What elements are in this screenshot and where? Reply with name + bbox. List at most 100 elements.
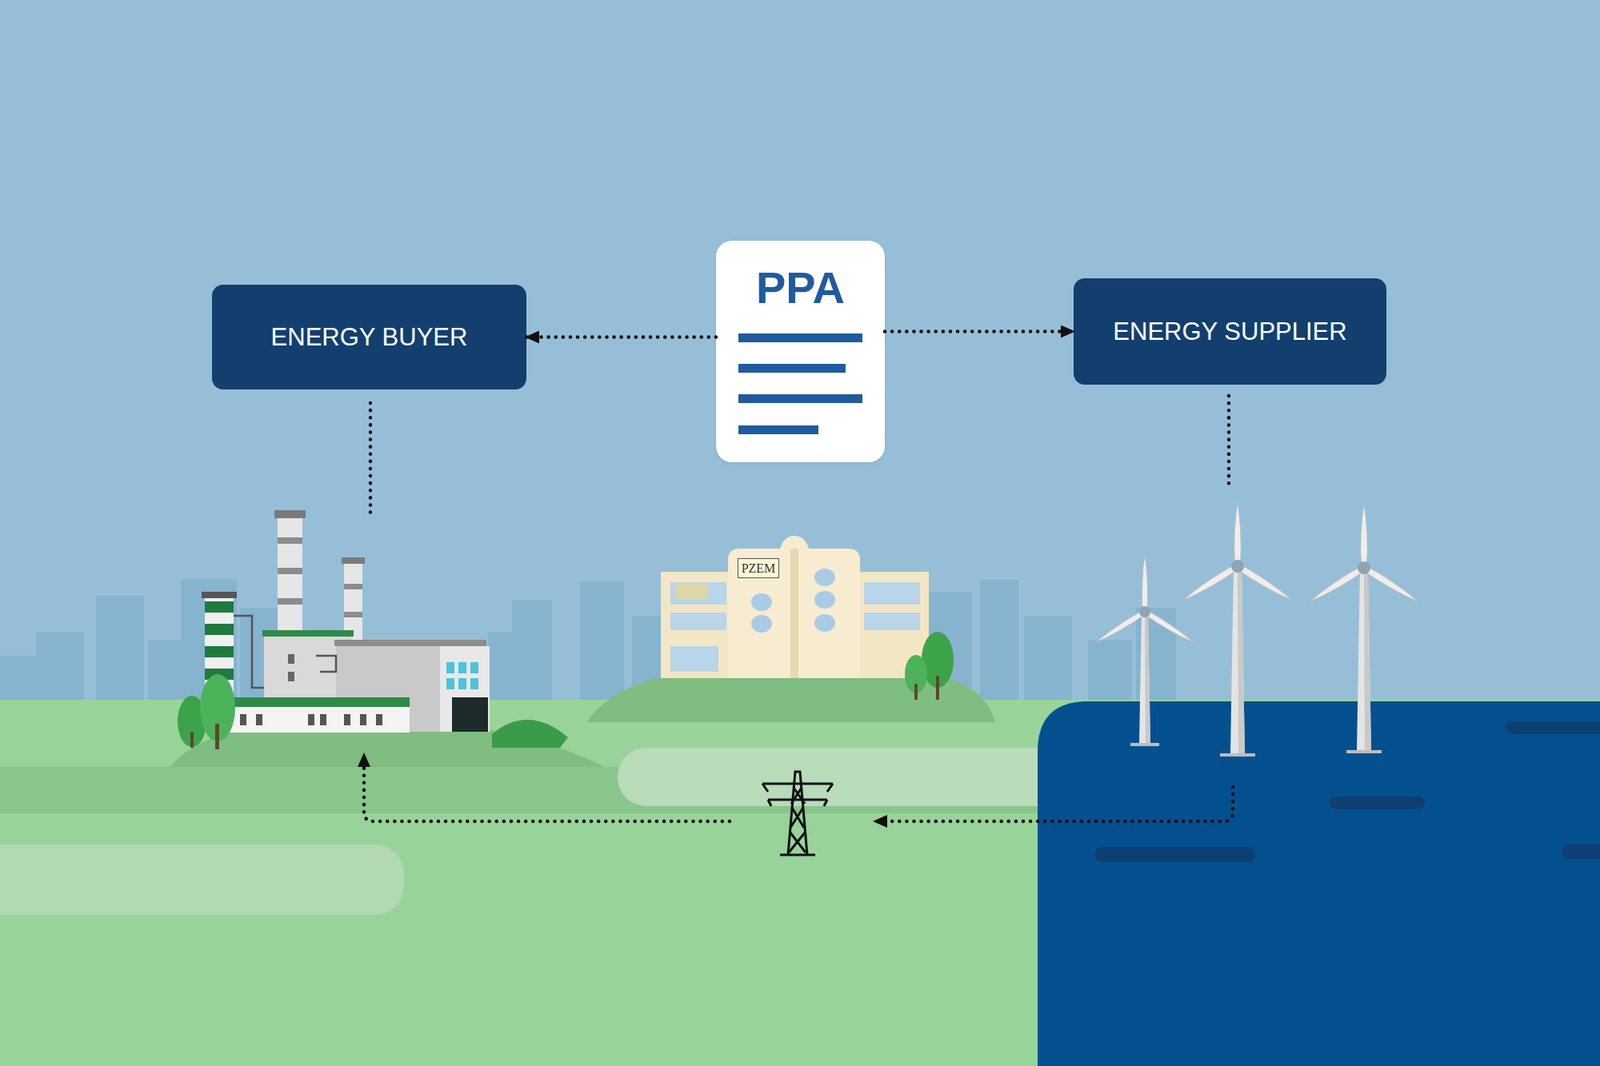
office-building [586, 536, 996, 723]
box-label: ENERGY BUYER [271, 323, 468, 352]
wind-turbines [1181, 563, 1240, 604]
sea [1329, 796, 1425, 810]
wind-turbines [1220, 753, 1256, 757]
supplier-box: ENERGY SUPPLIER [1073, 278, 1387, 385]
box-label: ENERGY SUPPLIER [1112, 317, 1347, 347]
factory [288, 672, 295, 682]
document-line [738, 425, 819, 435]
wind-turbines [1362, 564, 1420, 605]
document-title: PPA [716, 263, 885, 313]
wind-turbines [1094, 554, 1196, 747]
office-building [670, 582, 727, 605]
factory [446, 662, 455, 674]
wind-turbines [1236, 563, 1294, 604]
office-building [790, 548, 799, 679]
sea [1506, 721, 1600, 735]
logo-sign: PZEM [737, 558, 780, 579]
wind-turbines [1130, 743, 1160, 747]
factory [224, 697, 410, 708]
energy-flow [364, 756, 730, 822]
factory [190, 732, 194, 748]
city-skyline [36, 632, 84, 704]
wind-turbines [1234, 502, 1241, 567]
city-skyline [1088, 640, 1132, 704]
factory [277, 510, 303, 639]
document-line [738, 333, 863, 343]
wind-turbines [1356, 568, 1372, 752]
wind-turbines [1144, 612, 1151, 745]
factory [341, 557, 365, 564]
city-skyline [1024, 616, 1072, 704]
factory [492, 720, 568, 748]
city-skyline [96, 596, 144, 704]
factory [262, 630, 354, 637]
office-building [728, 536, 860, 679]
city-skyline [980, 580, 1019, 704]
office-building [670, 612, 727, 631]
energy-flow [364, 756, 1233, 822]
wind-turbines [1236, 563, 1294, 604]
factory [440, 646, 490, 732]
wind-turbines [1237, 566, 1245, 756]
factory [470, 678, 479, 690]
wind-turbines [1308, 564, 1366, 605]
wind-turbines [1230, 566, 1245, 756]
factory [458, 678, 467, 690]
pylon-symbol [788, 788, 806, 853]
factory [288, 654, 295, 664]
factory [277, 598, 303, 605]
factory [274, 510, 306, 519]
wind-turbines [1362, 564, 1420, 605]
energy-flow [876, 787, 1233, 822]
factory [204, 601, 234, 613]
factory [316, 656, 336, 672]
office-building [676, 584, 708, 600]
wind-turbines [1139, 606, 1151, 618]
dotted-arrow [884, 329, 1074, 334]
city-skyline [580, 581, 624, 704]
factory [256, 714, 263, 726]
factory [215, 724, 220, 750]
office-building [864, 582, 920, 605]
factory [376, 714, 383, 726]
wind-turbines [1234, 502, 1241, 567]
wind-turbines [1094, 502, 1420, 757]
office-building [814, 591, 836, 609]
office-building [814, 568, 836, 587]
factory [201, 592, 237, 599]
city-skyline [512, 600, 552, 704]
factory [344, 612, 363, 618]
office-building [864, 612, 920, 631]
pylon-symbol [762, 772, 833, 856]
factory [240, 714, 247, 726]
ground [0, 700, 1600, 1066]
factory [204, 624, 234, 636]
leader-line [1227, 396, 1232, 490]
wind-turbines [1181, 563, 1240, 604]
office-building [670, 646, 719, 672]
ground [617, 748, 1082, 807]
pylon-symbol [780, 854, 816, 857]
wind-turbines [1357, 561, 1371, 575]
city-skyline [0, 579, 1176, 704]
wind-turbines [1143, 609, 1196, 645]
wind-turbines [1141, 554, 1148, 612]
dotted-arrow [526, 335, 716, 340]
wind-turbines [1139, 612, 1151, 745]
wind-turbines [1360, 504, 1368, 568]
wind-turbines [1181, 502, 1294, 757]
document-line [738, 394, 863, 404]
factory [334, 640, 487, 647]
wind-turbines [1231, 560, 1244, 573]
sea [1037, 701, 1600, 1066]
ground [0, 844, 404, 916]
factory [344, 584, 363, 590]
contract-document: PPA [716, 240, 885, 463]
sea [1095, 847, 1256, 863]
factory [470, 662, 479, 674]
wind-turbines [1360, 504, 1368, 568]
document-line [738, 364, 846, 373]
